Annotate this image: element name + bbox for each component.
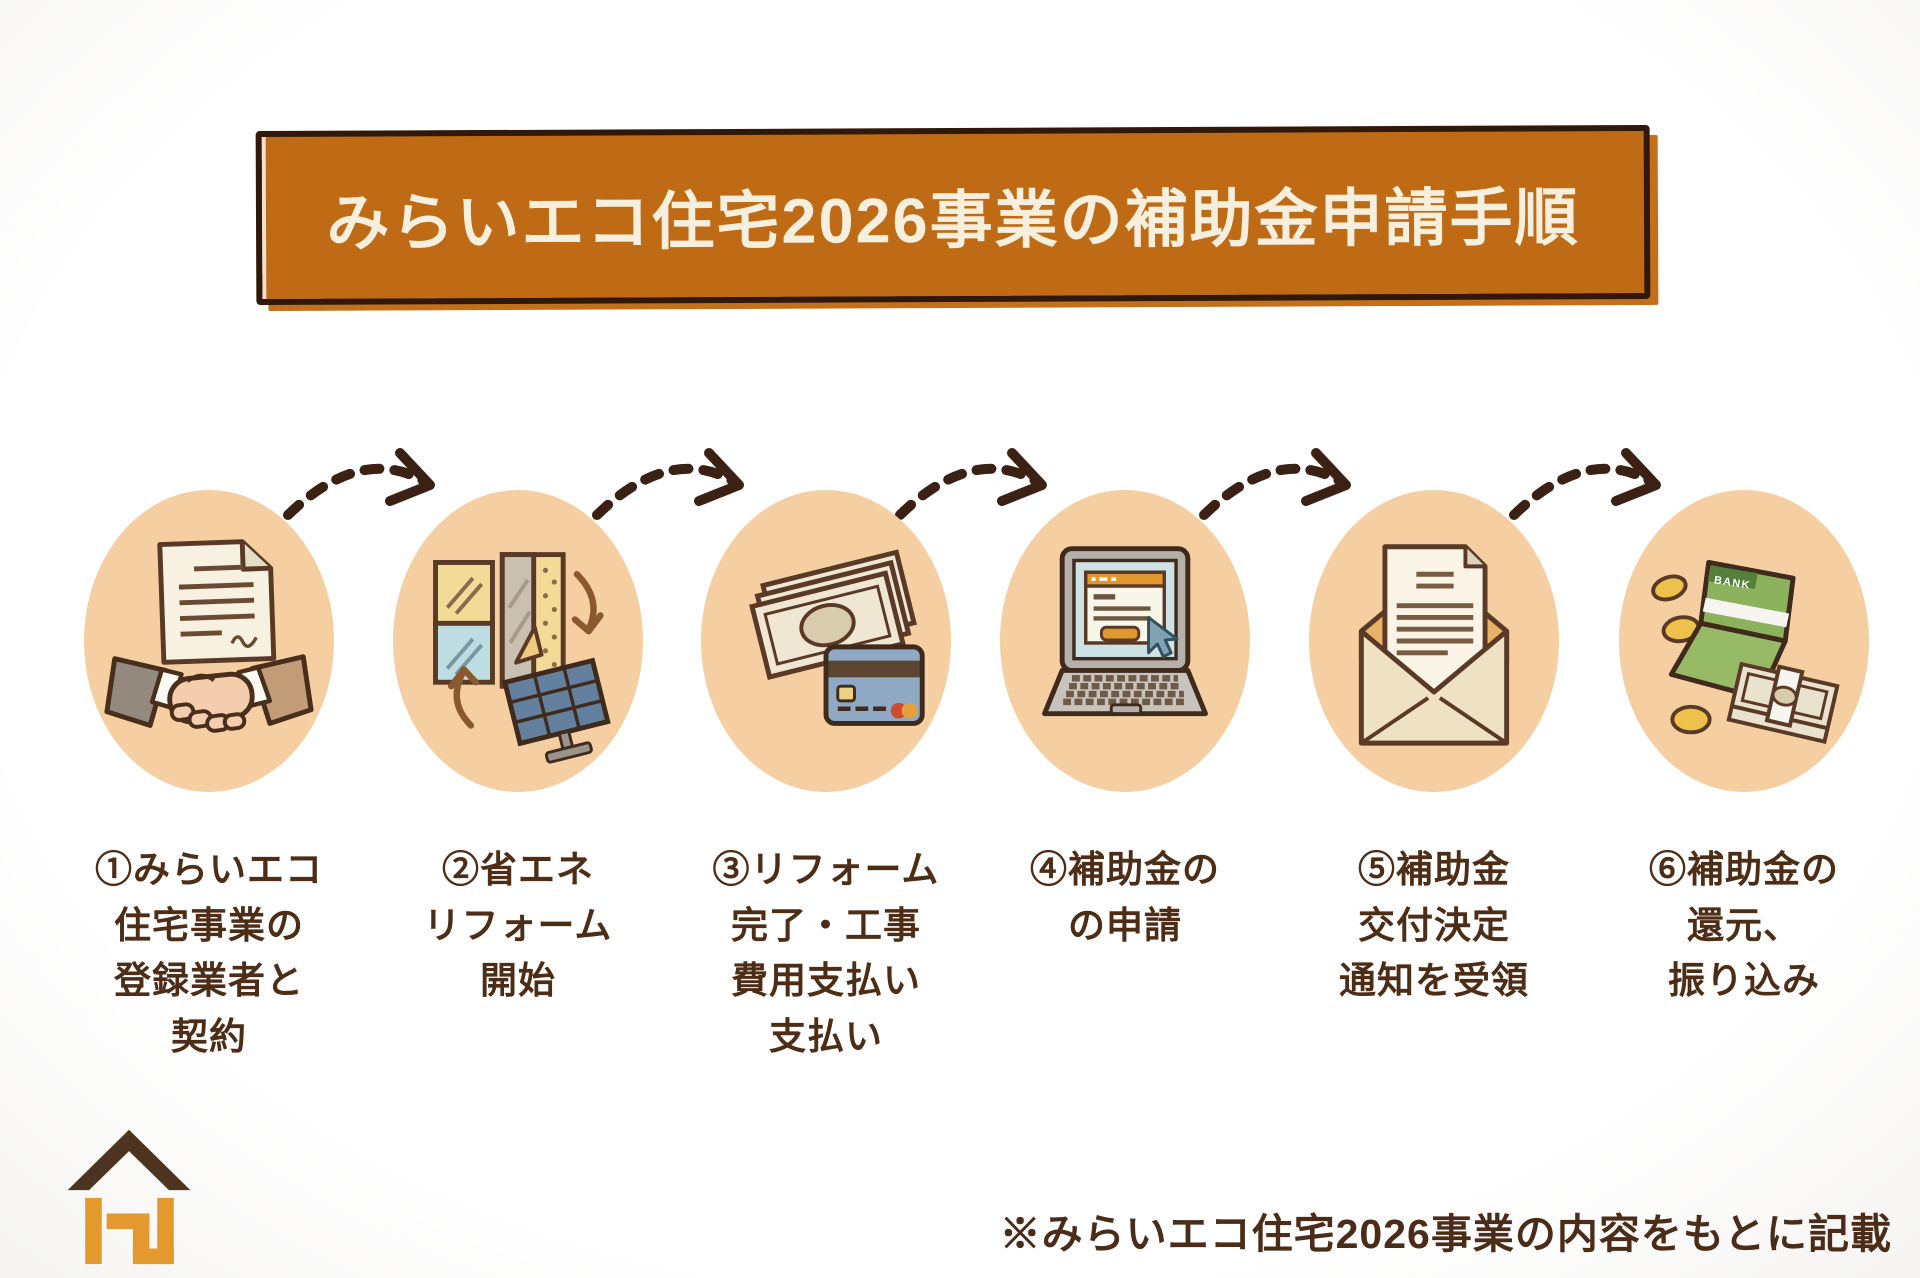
step-5-label: ⑤補助金 交付決定 通知を受領 [1339,849,1529,1001]
step-6: BANK ⑥補助金の 還元、 振り込み [1589,490,1899,1009]
step-2-label: ②省エネ リフォーム 開始 [423,849,613,1001]
flow-arrow-icon [895,448,1047,520]
step-3: ③リフォーム 完了・工事 費用支払い 支払い [671,490,981,1064]
step-4-label: ④補助金の の申請 [1030,849,1220,946]
title-banner: みらいエコ住宅2026事業の補助金申請手順 [255,124,1651,306]
envelope-notice-icon [1358,544,1510,746]
bankbook-bank-label: BANK [1713,574,1752,592]
step-4-circle [1000,490,1250,792]
step-1-circle [84,490,334,792]
page-title: みらいエコ住宅2026事業の補助金申請手順 [326,182,1580,259]
handshake-contract-icon [104,539,314,733]
step-1-label: ①みらいエコ 住宅事業の 登録業者と 契約 [95,849,323,1057]
step-2-circle [393,490,643,792]
step-2: ②省エネ リフォーム 開始 [363,490,673,1009]
step-1: ①みらいエコ 住宅事業の 登録業者と 契約 [54,490,364,1064]
house-logo-icon [67,1129,191,1265]
source-note: ※みらいエコ住宅2026事業の内容をもとに記載 [999,1211,1892,1257]
cash-card-payment-icon [749,549,925,726]
step-5-circle [1309,490,1559,792]
step-6-label: ⑥補助金の 還元、 振り込み [1649,849,1839,1001]
step-4: ④補助金の の申請 [970,490,1280,953]
step-6-circle: BANK [1619,490,1869,792]
bankbook-refund-icon: BANK [1651,560,1840,744]
laptop-application-icon [1042,546,1208,717]
flow-arrow-icon [283,448,435,520]
step-3-label: ③リフォーム 完了・工事 費用支払い 支払い [712,849,940,1057]
step-5: ⑤補助金 交付決定 通知を受領 [1279,490,1589,1009]
flow-arrow-icon [592,448,744,520]
step-3-circle [701,490,951,792]
flow-arrow-icon [1199,448,1351,520]
renovation-solar-icon [433,552,611,764]
flow-arrow-icon [1509,448,1661,520]
